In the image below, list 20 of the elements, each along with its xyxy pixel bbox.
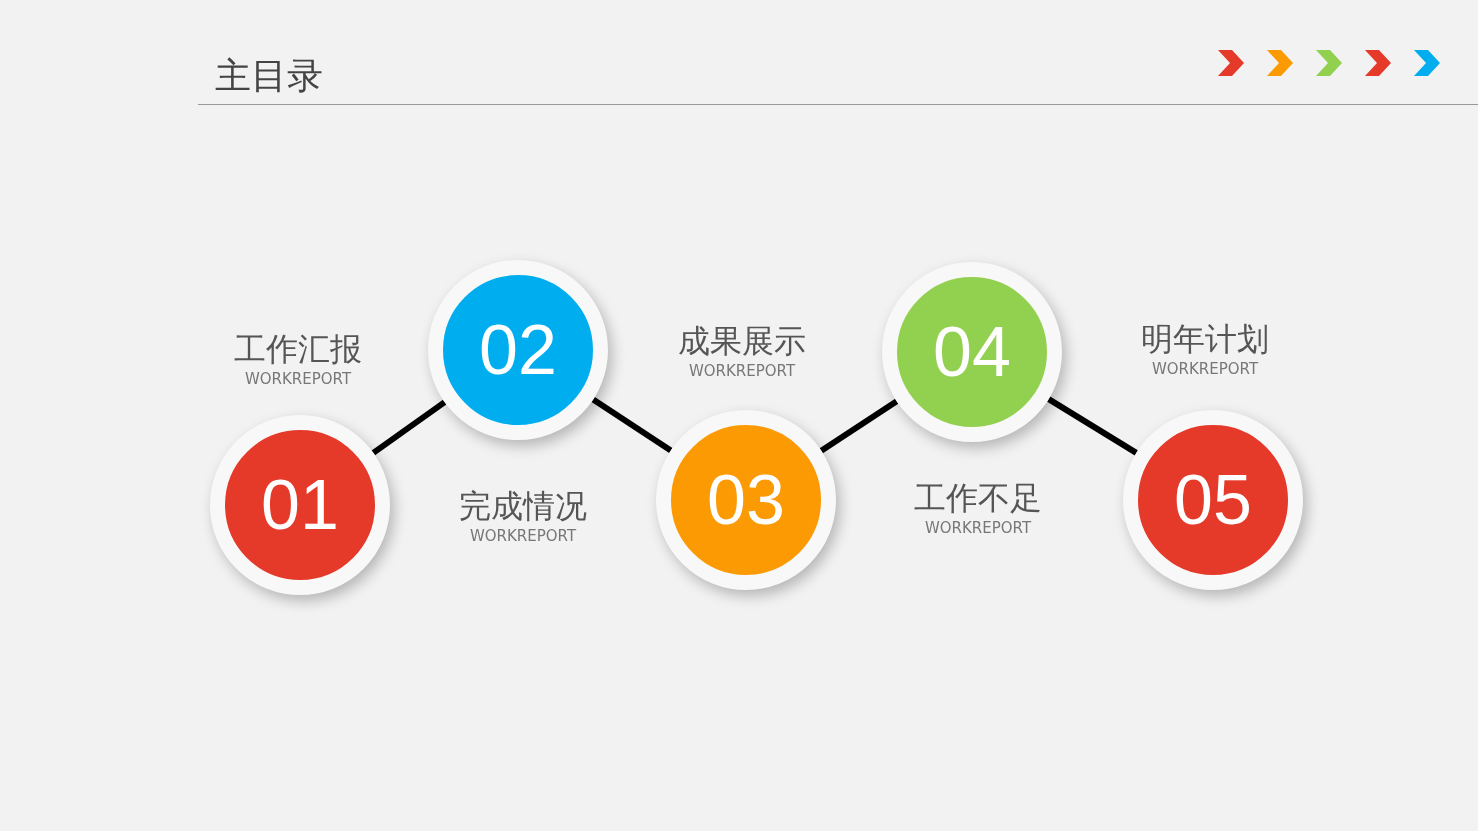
connector-line xyxy=(591,396,673,454)
number-circle: 03 xyxy=(656,410,836,590)
connector-line xyxy=(371,399,447,456)
section-heading: 工作汇报 xyxy=(234,329,362,370)
connector-line xyxy=(819,398,899,454)
section-subtitle: WORKREPORT xyxy=(244,370,352,388)
number-circle: 05 xyxy=(1123,410,1303,590)
number-circle: 01 xyxy=(210,415,390,595)
connector-line xyxy=(1047,396,1138,456)
section-subtitle: WORKREPORT xyxy=(924,519,1032,537)
section-heading: 成果展示 xyxy=(678,321,806,362)
section-subtitle: WORKREPORT xyxy=(469,527,577,545)
section-subtitle: WORKREPORT xyxy=(1151,360,1259,378)
section-heading: 明年计划 xyxy=(1141,319,1269,360)
section-subtitle: WORKREPORT xyxy=(688,362,796,380)
number-circle: 02 xyxy=(428,260,608,440)
section-heading: 工作不足 xyxy=(914,478,1042,519)
section-heading: 完成情况 xyxy=(459,486,587,527)
page-title: 主目录 xyxy=(215,54,323,98)
number-circle: 04 xyxy=(882,262,1062,442)
